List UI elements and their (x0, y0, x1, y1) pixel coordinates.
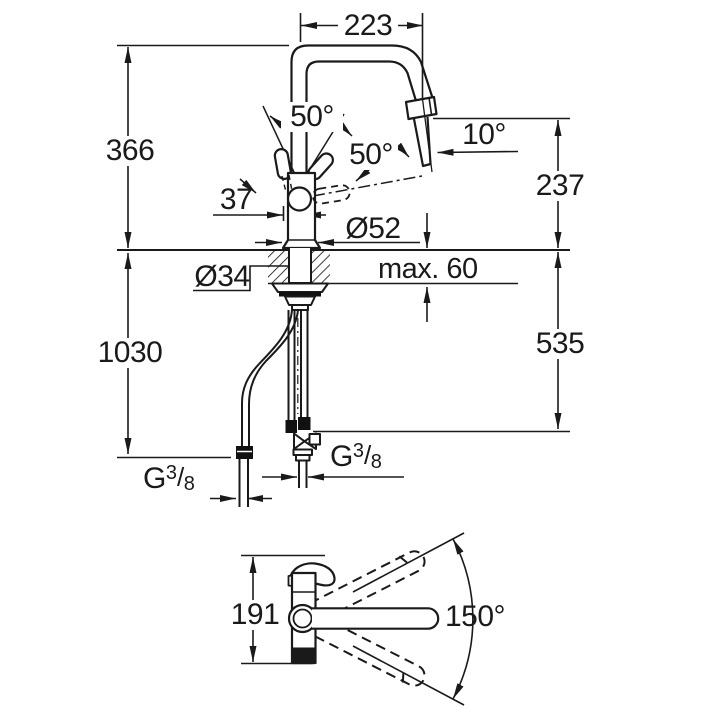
dim-hose-length: 1030 (90, 338, 170, 368)
dim-hole-diameter: Ø34 (194, 260, 250, 293)
dim-thread-left: G3/8 (143, 462, 195, 495)
spout-outline (290, 44, 435, 173)
faucet-body (273, 148, 351, 250)
handle-closed (273, 148, 292, 180)
hole-diameter-leader (193, 265, 289, 292)
dim-swivel-range: 150° (445, 600, 506, 633)
top-view-body (287, 562, 440, 665)
dim-body-width: 37 (219, 183, 253, 216)
dim-outlet-height: 237 (528, 171, 592, 201)
swivel-arc (352, 532, 474, 706)
shutoff-valve (292, 432, 321, 488)
top-view-spout (312, 607, 440, 630)
nozzle-centerline (421, 98, 433, 173)
dim-top-view-height: 191 (225, 600, 285, 630)
dim-spout-reach: 223 (338, 11, 398, 41)
top-view-spout-dashed-down (309, 614, 426, 687)
dim-height-above-counter: 366 (98, 136, 162, 166)
spout-nozzle (404, 95, 438, 168)
supply-hoses (285, 310, 311, 433)
dim-handle-travel-angle: 50° (344, 140, 398, 170)
dim-max-counter-thickness: max. 60 (378, 253, 478, 285)
dim-below-counter: 535 (528, 329, 592, 359)
pivot-circle (286, 186, 313, 212)
top-view-spout-dashed-up (309, 550, 426, 623)
dim-base-diameter: Ø52 (345, 212, 401, 245)
pullout-hose (236, 309, 299, 507)
dim-outlet-angle: 10° (462, 118, 506, 151)
handle-hidden-shaft (281, 174, 293, 193)
top-view-base-black (292, 647, 316, 663)
dim-thread-right: G3/8 (330, 440, 382, 473)
dim-handle-open-angle: 50° (281, 102, 343, 132)
mounting-shank (271, 248, 329, 311)
